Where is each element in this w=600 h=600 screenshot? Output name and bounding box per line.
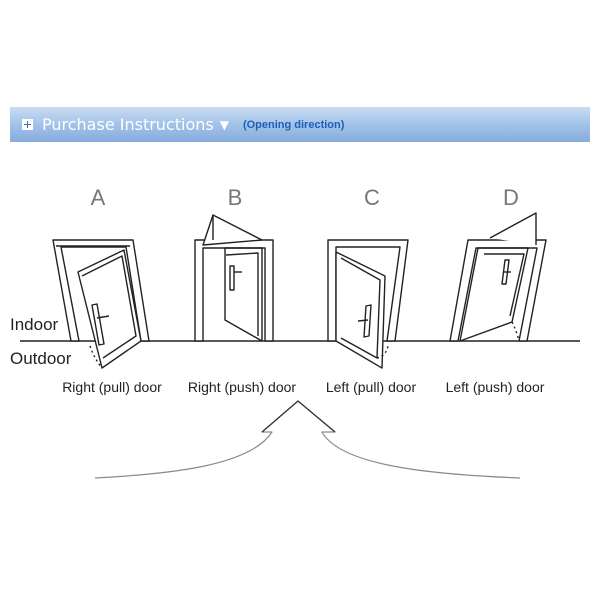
door-c-illustration xyxy=(327,239,409,369)
door-b-illustration xyxy=(194,214,274,342)
header-banner: Purchase Instructions ▼ (Opening directi… xyxy=(10,107,590,142)
door-c-label: Left (pull) door xyxy=(326,379,417,395)
arrow-up-icon xyxy=(94,400,521,479)
door-b-letter: B xyxy=(228,185,243,210)
door-a-label: Right (pull) door xyxy=(62,379,162,395)
triangle-down-icon: ▼ xyxy=(219,117,229,132)
door-d-illustration xyxy=(449,212,547,342)
door-d-label: Left (push) door xyxy=(446,379,545,395)
indoor-label: Indoor xyxy=(10,315,59,334)
door-c-letter: C xyxy=(364,185,380,210)
header-title: Purchase Instructions xyxy=(42,115,214,134)
plus-icon xyxy=(22,119,33,130)
outdoor-label: Outdoor xyxy=(10,349,72,368)
header-subtitle: (Opening direction) xyxy=(242,118,345,131)
door-a-illustration xyxy=(52,239,150,369)
door-a-letter: A xyxy=(91,185,106,210)
door-d-letter: D xyxy=(503,185,519,210)
door-b-label: Right (push) door xyxy=(188,379,297,395)
